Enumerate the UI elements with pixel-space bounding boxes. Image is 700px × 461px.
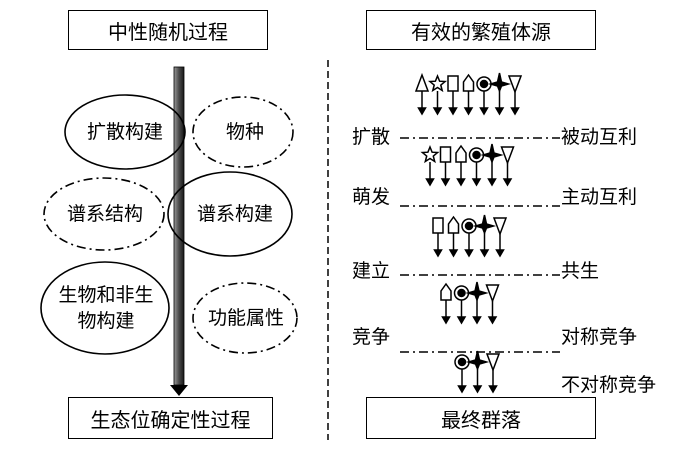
bullet-icon: [462, 73, 475, 116]
ellipse-text-functional-traits: 功能属性: [207, 307, 284, 329]
triangle-up-icon: [414, 72, 430, 116]
stage-label-establishment: 建立: [352, 260, 391, 282]
triangle-down-icon: [492, 217, 508, 258]
target-icon: [453, 285, 470, 325]
square-icon: [439, 146, 452, 187]
ellipse-species: [192, 96, 294, 168]
bullet-icon: [447, 215, 460, 258]
interaction-label-symmetric-competition: 对称竞争: [561, 326, 638, 348]
triangle-down-icon: [485, 284, 500, 325]
cross-icon: [480, 143, 504, 187]
niche-process-label: 生态位确定性过程: [90, 407, 251, 432]
final-community-box: 最终群落: [366, 397, 596, 439]
ellipse-phylo-assembly: [167, 171, 293, 257]
ellipse-text-phylo-assembly: 谱系构建: [196, 203, 273, 225]
ellipse-text-phylo-structure: 谱系结构: [66, 203, 143, 225]
propagule-symbols: [414, 72, 523, 394]
final-community-label: 最终群落: [441, 407, 521, 432]
interaction-label-asymmetric-competition: 不对称竞争: [561, 374, 657, 396]
interaction-label-passive-facilitation: 被动互利: [561, 126, 638, 148]
bullet-icon: [440, 282, 452, 325]
ellipse-functional-traits: [192, 282, 298, 354]
ellipse-dispersal-assembly: [64, 94, 186, 170]
ellipse-text-dispersal-assembly: 扩散构建: [86, 121, 163, 143]
niche-process-box: 生态位确定性过程: [68, 397, 273, 439]
target-icon: [454, 354, 470, 394]
stage-label-dispersal: 扩散: [352, 126, 391, 148]
neutral-process-label: 中性随机过程: [108, 19, 228, 44]
square-icon: [432, 217, 444, 258]
triangle-down-icon: [500, 146, 515, 187]
process-bar-arrowhead: [170, 385, 188, 396]
propagule-source-label: 有效的繁殖体源: [411, 19, 551, 44]
stage-label-competition: 竞争: [352, 326, 391, 348]
propagule-source-box: 有效的繁殖体源: [366, 10, 596, 50]
ellipse-text-species: 物种: [225, 121, 264, 143]
cross-icon: [465, 350, 490, 394]
ellipse-biotic-abiotic: [40, 261, 170, 355]
cross-icon: [472, 214, 497, 258]
cross-icon: [465, 281, 489, 325]
interaction-label-active-facilitation: 主动互利: [561, 186, 638, 208]
star-icon: [420, 144, 440, 187]
neutral-process-box: 中性随机过程: [68, 10, 268, 50]
interaction-label-mutualism: 共生: [561, 260, 600, 282]
stage-separators: [400, 137, 560, 353]
bullet-icon: [455, 144, 467, 187]
stage-label-germination: 萌发: [352, 186, 391, 208]
triangle-down-icon: [485, 353, 501, 394]
target-icon: [476, 76, 492, 116]
target-icon: [468, 147, 485, 187]
target-icon: [461, 218, 477, 258]
square-icon: [447, 75, 459, 116]
triangle-down-icon: [507, 75, 523, 116]
star-icon: [427, 73, 448, 116]
ellipse-text-biotic-abiotic: 生物和非生 物构建: [58, 284, 154, 332]
ellipse-phylo-structure: [43, 177, 165, 251]
cross-icon: [487, 72, 512, 116]
